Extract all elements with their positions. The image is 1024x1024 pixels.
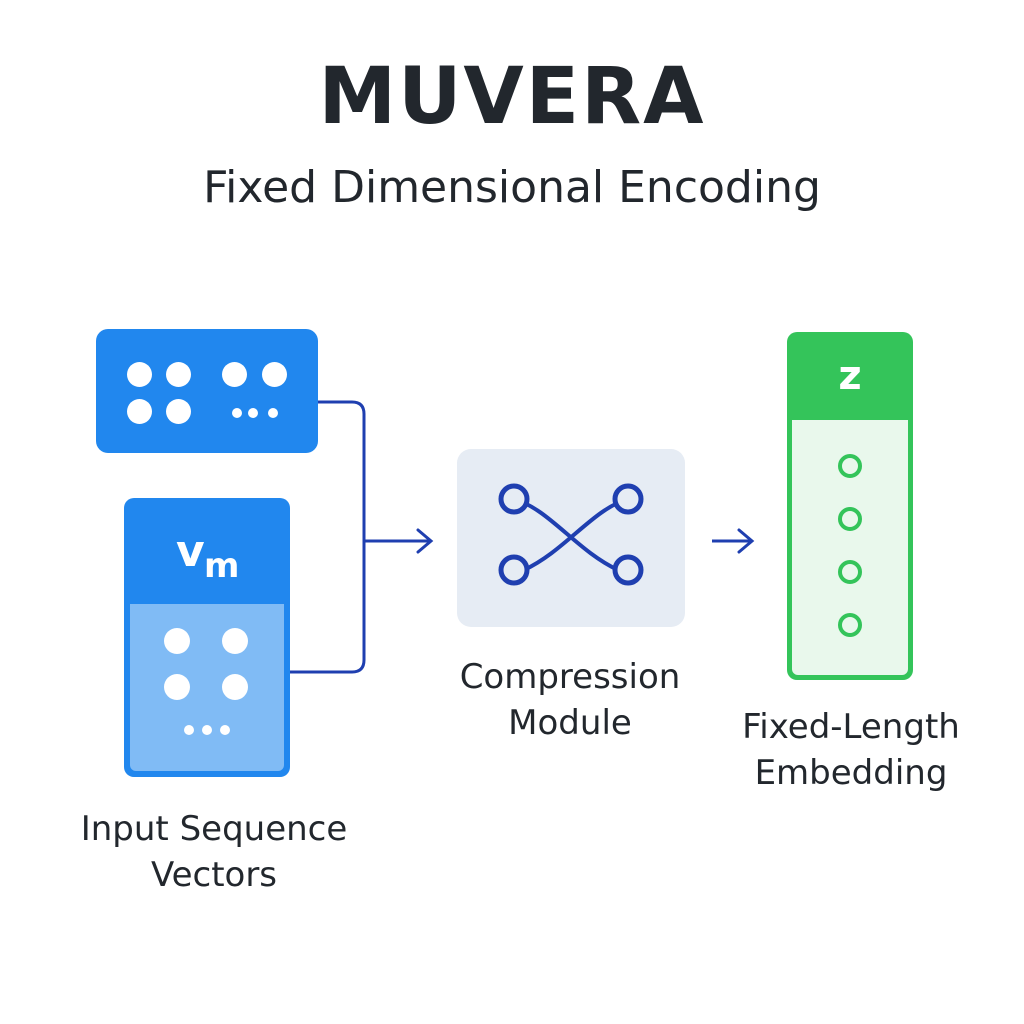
input-caption-line1: Input Sequence — [80, 809, 348, 849]
ellipsis-dot — [248, 408, 258, 418]
compression-module-box — [457, 449, 685, 627]
vector-dot — [166, 362, 191, 387]
embedding-ring — [838, 454, 862, 478]
ellipsis-dot — [268, 408, 278, 418]
embedding-ring — [838, 613, 862, 637]
module-caption-line1: Compression — [459, 657, 681, 697]
diagram-subtitle: Fixed Dimensional Encoding — [203, 162, 821, 213]
vector-dot — [222, 362, 247, 387]
input-vector-card-vm: v m — [124, 498, 290, 777]
vector-dot — [222, 674, 248, 700]
input-caption-line2: Vectors — [150, 855, 278, 895]
output-vector-card-z: z — [787, 332, 913, 680]
vector-dot — [127, 399, 152, 424]
embedding-ring — [838, 507, 862, 531]
module-caption: Compression Module — [420, 654, 720, 746]
diagram-title: MUVERA — [318, 52, 706, 142]
vector-dot — [164, 674, 190, 700]
z-symbol: z — [838, 353, 862, 399]
vm-symbol: v — [176, 526, 205, 577]
vm-body — [130, 604, 284, 771]
output-caption-line2: Embedding — [754, 753, 948, 793]
module-to-output-arrowhead — [737, 528, 755, 554]
ellipsis-dot — [184, 725, 194, 735]
top-vector-connector — [290, 400, 366, 674]
input-to-module-arrowhead — [416, 528, 434, 554]
ellipsis-dot — [232, 408, 242, 418]
vm-subscript: m — [204, 546, 240, 586]
vector-dot — [262, 362, 287, 387]
vector-dot — [127, 362, 152, 387]
vm-header: v m — [124, 498, 290, 604]
input-vector-card-top — [96, 329, 318, 453]
z-body — [792, 420, 908, 675]
vector-dot — [166, 399, 191, 424]
output-caption: Fixed-Length Embedding — [706, 704, 996, 796]
vector-dot — [222, 628, 248, 654]
vector-dot — [164, 628, 190, 654]
input-caption: Input Sequence Vectors — [44, 806, 384, 898]
compression-network-icon — [498, 483, 644, 586]
output-caption-line1: Fixed-Length — [742, 707, 960, 747]
module-caption-line2: Module — [508, 703, 632, 743]
ellipsis-dot — [220, 725, 230, 735]
ellipsis-dot — [202, 725, 212, 735]
embedding-ring — [838, 560, 862, 584]
